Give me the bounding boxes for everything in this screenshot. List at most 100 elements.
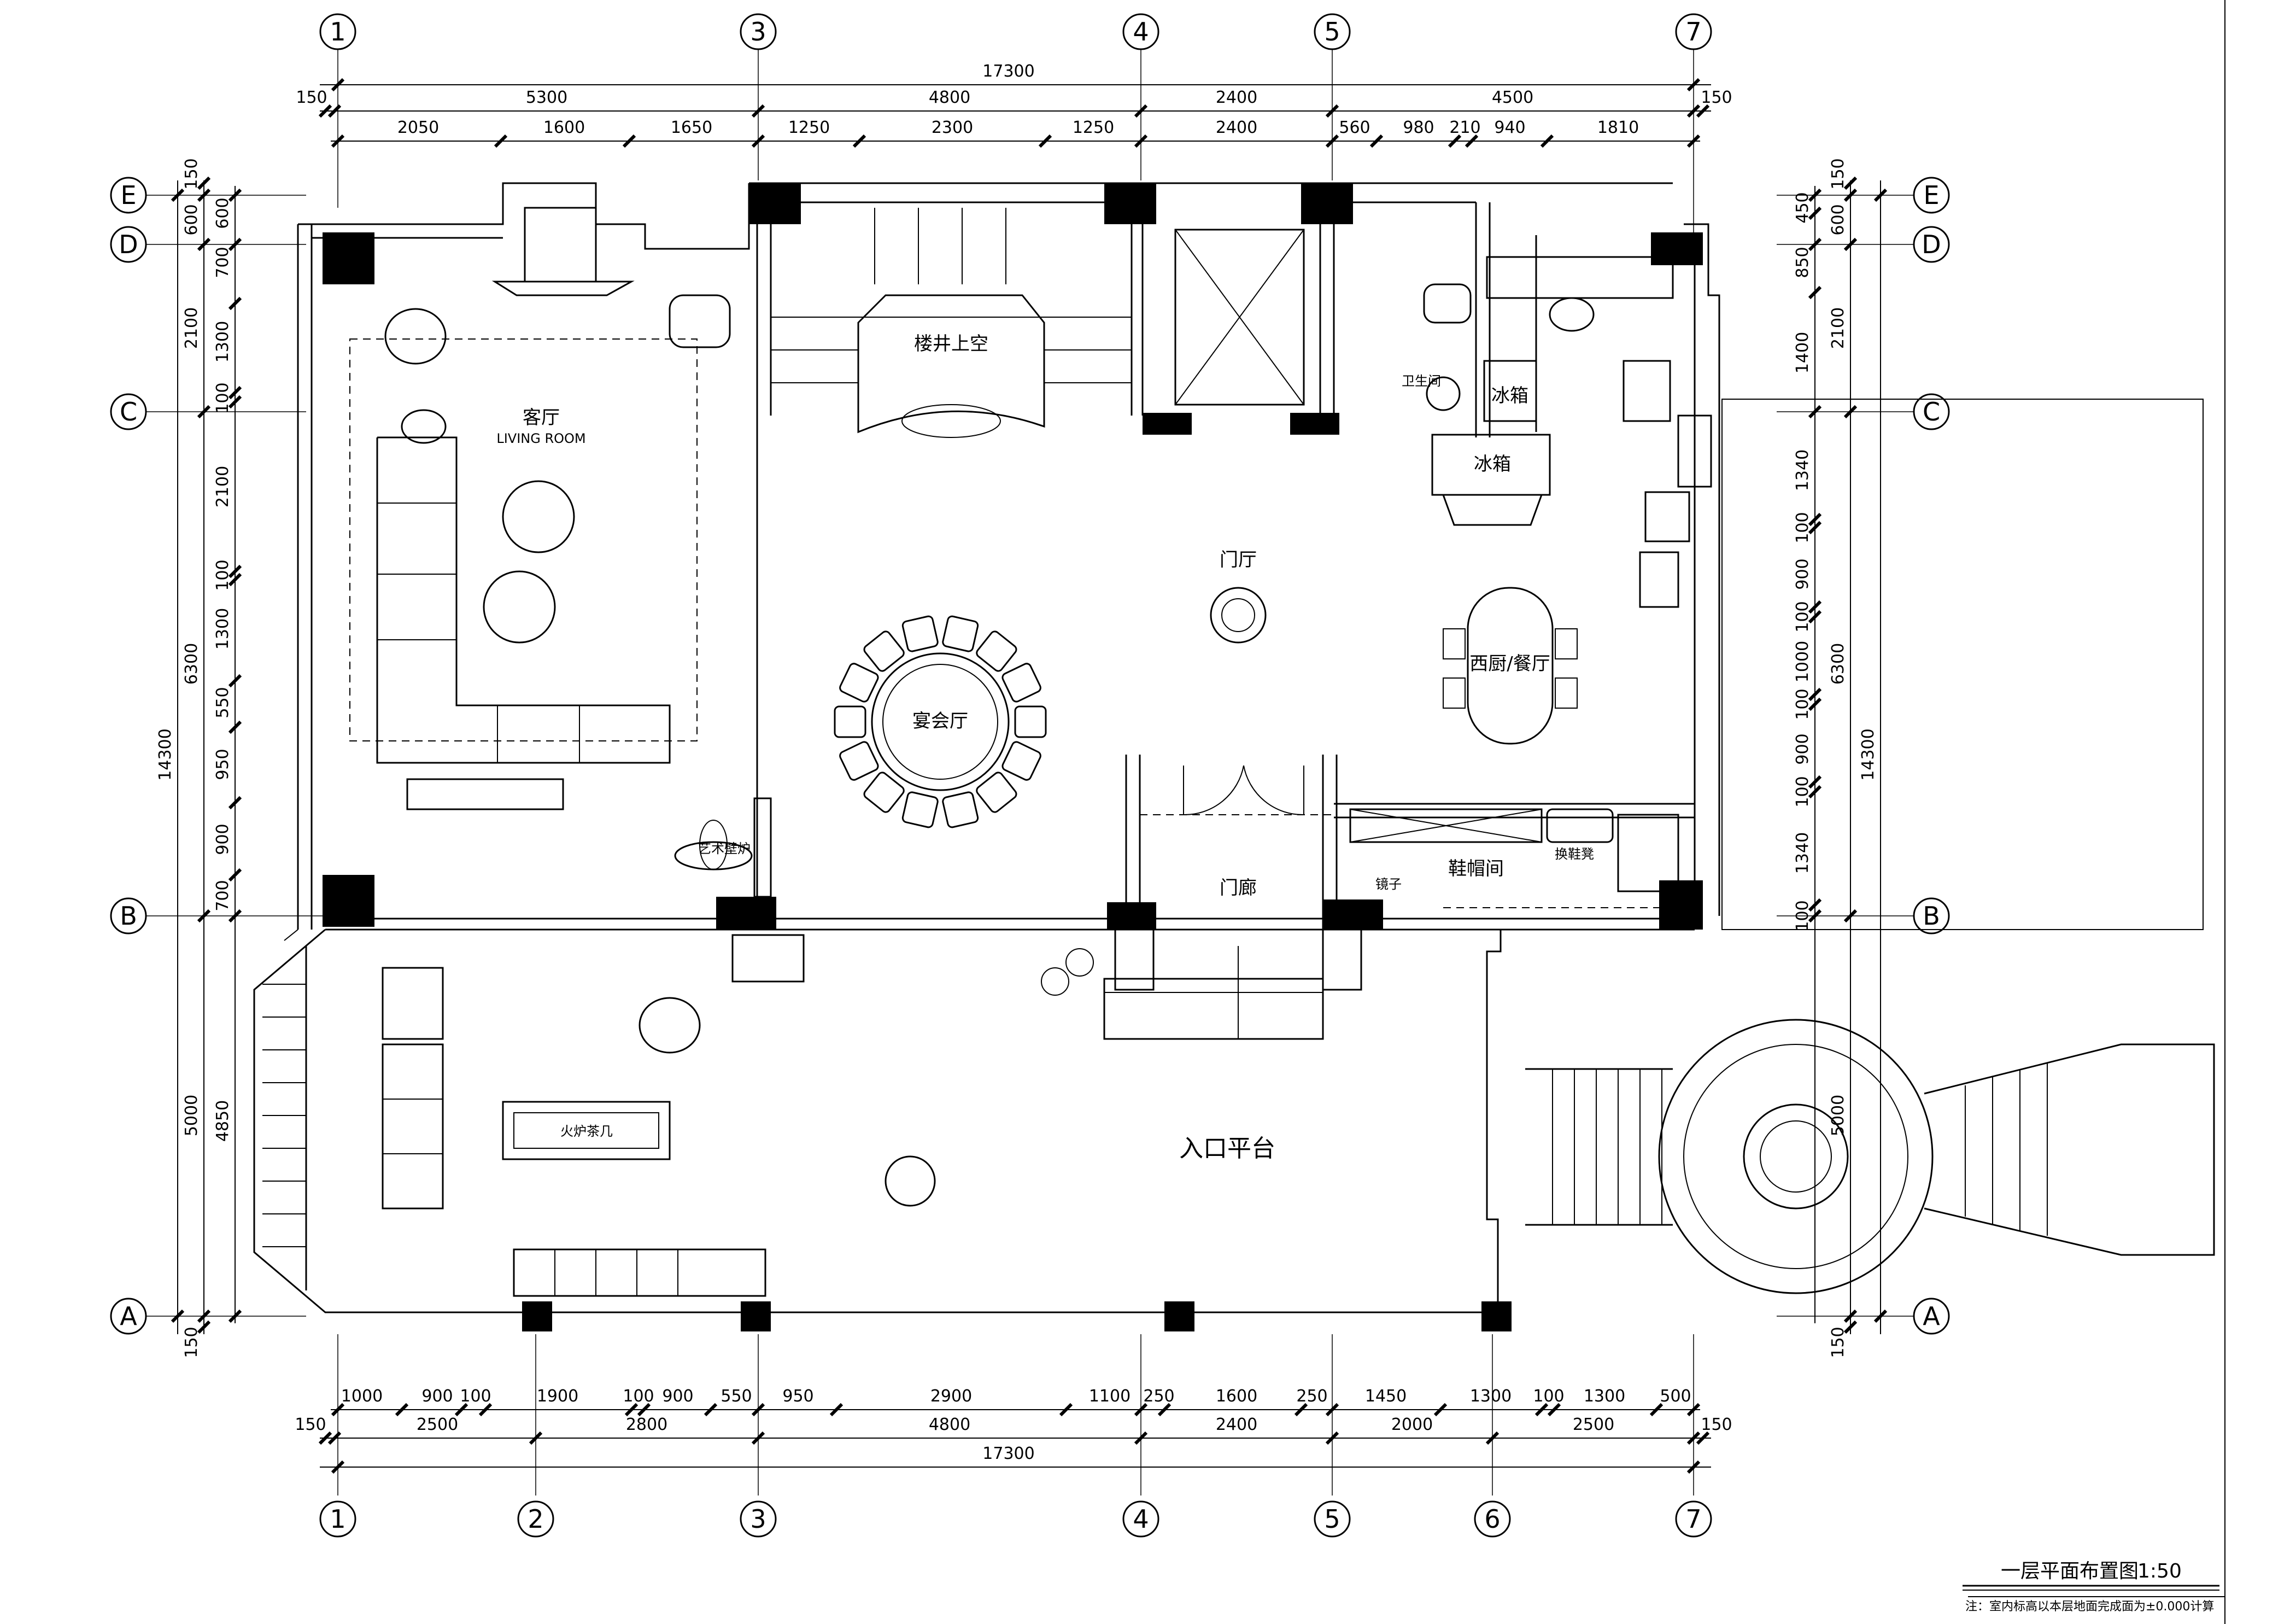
porch	[1103, 924, 1362, 1040]
art-fireplace	[674, 797, 772, 898]
banquet-chair	[976, 772, 1017, 813]
banquet-chair	[1001, 741, 1041, 781]
room-label-foyer: 门厅	[1220, 549, 1257, 571]
dim-left-total: 14300	[156, 180, 185, 1334]
banquet-chair	[839, 741, 879, 781]
dim-label: 1400	[1793, 332, 1812, 373]
dim-label: 100	[1793, 900, 1812, 931]
dim-label: 17300	[982, 62, 1034, 81]
axis-label: 5	[1324, 17, 1340, 46]
room-label-dining: 西厨/餐厅	[1469, 653, 1550, 675]
dim-right-total: 14300	[1859, 180, 1888, 1334]
dim-label: 1000	[1793, 641, 1812, 682]
banquet-chair	[901, 791, 939, 828]
dim-label: 150	[182, 1327, 201, 1358]
dim-label: 1340	[1793, 449, 1812, 491]
dim-label: 1100	[1089, 1387, 1131, 1406]
dim-label: 4850	[213, 1100, 232, 1142]
dim-label: 560	[1339, 118, 1370, 137]
dim-label: 900	[1793, 733, 1812, 764]
dim-left-row1: 150 600 2100 6300 5000 150	[182, 158, 211, 1358]
shoe-cabinets	[1349, 808, 1679, 908]
dim-label: 2500	[1573, 1415, 1614, 1434]
axis-label: C	[1923, 397, 1940, 427]
dim-label: 2100	[1829, 307, 1848, 349]
dim-label: 210	[1449, 118, 1480, 137]
dim-label: 250	[1296, 1387, 1327, 1406]
axis-bubbles-top: 1 3 4 5 7	[319, 13, 1712, 50]
dim-label: 100	[213, 559, 232, 591]
dim-label: 2400	[1216, 118, 1257, 137]
axis-label: 1	[330, 1504, 345, 1534]
dim-label: 900	[421, 1387, 453, 1406]
dim-label: 450	[1793, 192, 1812, 223]
dim-label: 14300	[156, 728, 175, 780]
sheet-border	[1968, 0, 2225, 1624]
axis-label: 6	[1484, 1504, 1500, 1534]
dim-top-row1: 150 5300 4800 2400 4500 150	[296, 88, 1732, 118]
dim-label: 100	[213, 382, 232, 413]
dim-label: 500	[1660, 1387, 1691, 1406]
axis-label: 3	[750, 17, 766, 46]
dim-label: 4800	[929, 88, 970, 107]
room-label-bathroom: 卫生间	[1402, 373, 1441, 389]
dim-label: 100	[1533, 1387, 1564, 1406]
dim-label: 14300	[1859, 728, 1878, 780]
banquet-chair	[901, 615, 939, 652]
dim-label: 550	[721, 1387, 752, 1406]
entrance-platform	[253, 928, 1502, 1313]
banquet-chair	[1014, 705, 1047, 738]
drawing-note: 注：室内标高以本层地面完成面为±0.000计算	[1965, 1600, 2214, 1614]
dim-label: 1300	[1470, 1387, 1512, 1406]
room-label-shoe: 鞋帽间	[1448, 858, 1504, 880]
dim-label: 150	[1829, 158, 1848, 189]
dim-bottom-row2: 150 2500 2800 4800 2400 2000 2500 150	[295, 1415, 1732, 1445]
axis-bubbles-right: E D C B A	[1913, 177, 1950, 1335]
axis-bubbles-bottom: 1 2 3 4 5 6 7	[319, 1500, 1712, 1538]
axis-label: 5	[1324, 1504, 1340, 1534]
banquet-table	[871, 652, 1010, 791]
dim-label: 4800	[929, 1415, 970, 1434]
banquet-chair	[839, 663, 879, 703]
axis-label: A	[120, 1301, 137, 1331]
dim-label: 1810	[1597, 118, 1639, 137]
banquet-chair	[834, 705, 866, 738]
label-mirror: 换鞋凳	[1555, 846, 1594, 862]
dim-bottom-row1: 1000 900 100 1900 100 900 550 950 2900 1…	[331, 1387, 1701, 1417]
axis-label: 3	[750, 1504, 766, 1534]
axis-label: 4	[1133, 17, 1149, 46]
drawing-scale: 1:50	[2137, 1560, 2182, 1582]
room-label-entrance: 入口平台	[1179, 1135, 1275, 1162]
dim-label: 1450	[1365, 1387, 1407, 1406]
dim-top-total: 17300	[320, 62, 1711, 92]
title-block: 一层平面布置图 1:50 注：室内标高以本层地面完成面为±0.000计算	[1963, 1560, 2219, 1614]
axis-label: B	[120, 901, 137, 931]
dim-label: 6300	[182, 643, 201, 685]
label-art-fireplace: 艺术壁炉	[698, 841, 751, 856]
dim-label: 2100	[213, 466, 232, 507]
banquet-chair	[942, 791, 979, 828]
axis-label: B	[1923, 901, 1940, 931]
axis-label: C	[120, 397, 137, 427]
dim-label: 900	[1793, 558, 1812, 589]
dim-label: 250	[1143, 1387, 1174, 1406]
room-label-living: 客厅	[523, 407, 560, 429]
dim-label: 2000	[1391, 1415, 1433, 1434]
dim-label: 1600	[543, 118, 585, 137]
axis-grid-lines	[147, 49, 1913, 1496]
axis-label: 2	[528, 1504, 543, 1534]
dim-label: 5000	[182, 1095, 201, 1136]
room-label-fridge1: 冰箱	[1491, 385, 1528, 407]
dim-label: 950	[213, 749, 232, 780]
dim-label: 100	[1793, 601, 1812, 632]
axis-label: 4	[1133, 1504, 1149, 1534]
circular-stair	[1525, 399, 2215, 1294]
kitchen	[1483, 235, 1712, 608]
dim-label: 5300	[526, 88, 567, 107]
dim-label: 1250	[1073, 118, 1114, 137]
dim-label: 1340	[1793, 832, 1812, 874]
dim-label: 950	[782, 1387, 813, 1406]
dim-label: 2100	[182, 307, 201, 349]
dim-bottom-total: 17300	[320, 1444, 1711, 1474]
